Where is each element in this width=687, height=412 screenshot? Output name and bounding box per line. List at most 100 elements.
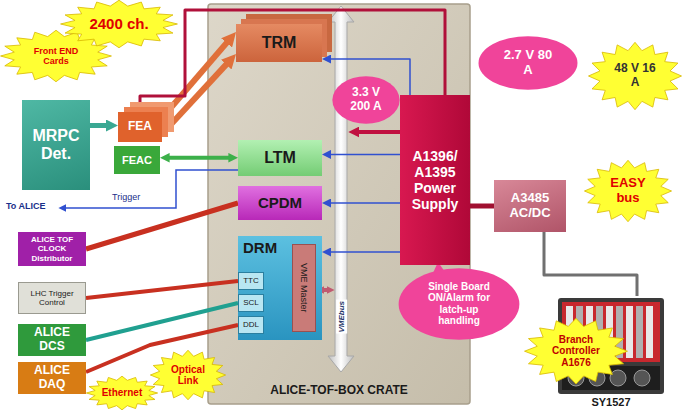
node-text: Single Board ON/Alarm for latch-up handl… <box>418 281 500 327</box>
burst-shape <box>525 318 628 384</box>
card-box: FEAC <box>114 146 160 174</box>
crate-module <box>626 306 633 358</box>
text-block: A1396/ A1395 Power Supply <box>404 148 466 212</box>
text-block: A3485 AC/DC <box>498 191 562 221</box>
node-text: LHC Trigger Control <box>21 289 83 307</box>
text-block: FEA <box>120 120 160 134</box>
port-box: SCL <box>238 294 264 312</box>
callout-burst: Optical Link <box>150 350 226 400</box>
text-block: DDL <box>240 320 262 329</box>
connector <box>86 303 238 340</box>
text-block: 2400 ch. <box>82 15 156 32</box>
connector <box>328 251 400 253</box>
text-block: ALICE DCS <box>20 326 84 354</box>
node-text: SCL <box>240 298 262 307</box>
node-text: FEAC <box>116 154 158 167</box>
signal-label: Trigger <box>112 192 140 202</box>
burst-shape <box>584 160 671 221</box>
text-block: DRM <box>243 239 277 256</box>
node-text: 3.3 V 200 A <box>344 86 389 114</box>
ellipse-shape <box>399 268 520 339</box>
node-text: DRM <box>243 239 277 256</box>
port-box: TTC <box>238 272 264 290</box>
text-block: 3.3 V 200 A <box>344 86 389 114</box>
node-text: ALICE DAQ <box>20 364 84 392</box>
node-text: VME Master <box>299 263 309 313</box>
node-text: 2.7 V 80 A <box>501 48 555 78</box>
burst-shape <box>1 30 112 81</box>
text-block: TRM <box>239 34 319 52</box>
connector <box>162 40 229 118</box>
connector <box>470 204 494 209</box>
text-block: LHC Trigger Control <box>21 289 83 307</box>
node-text: Optical Link <box>165 364 211 387</box>
system-box: LHC Trigger Control <box>18 282 86 314</box>
connector <box>86 281 238 298</box>
node-text: ALICE TOF CLOCK Distributor <box>20 235 84 263</box>
callout-burst: 48 V 16 A <box>588 42 682 110</box>
converter-box: A3485 AC/DC <box>494 180 566 232</box>
callout-burst: EASY bus <box>584 160 672 222</box>
connector <box>90 123 110 128</box>
text-block: Front END Cards <box>21 46 91 67</box>
system-box: ALICE TOF CLOCK Distributor <box>18 232 86 266</box>
text-block: SCL <box>240 298 262 307</box>
node-text: TRM <box>239 34 319 52</box>
fan-knob <box>610 370 626 386</box>
text-block: 48 V 16 A <box>610 62 661 90</box>
crate-background <box>208 4 470 404</box>
node-text: TTC <box>240 276 262 285</box>
connector <box>328 202 400 204</box>
node-text: A1396/ A1395 Power Supply <box>404 148 466 212</box>
power-arrow <box>356 130 400 134</box>
connector <box>86 203 238 249</box>
burst-shape <box>61 0 178 48</box>
node-text: 48 V 16 A <box>610 62 661 90</box>
crate-module <box>636 306 643 358</box>
ellipse-shape <box>332 76 399 124</box>
detector-box: MRPC Det. <box>22 100 90 190</box>
text-block: Optical Link <box>165 364 211 387</box>
bus-link-arrow <box>322 288 329 292</box>
text-block: SY1527 <box>552 396 670 409</box>
callout-ellipse: 2.7 V 80 A <box>478 36 578 90</box>
text-block: Branch Controller A1676 <box>544 334 609 369</box>
text-block: FEAC <box>116 154 158 167</box>
node-text: A3485 AC/DC <box>498 191 562 221</box>
module-box: TRM <box>236 24 322 62</box>
callout-burst: Ethernet <box>86 376 158 410</box>
callout-ellipse: 3.3 V 200 A <box>332 76 400 124</box>
node-text: EASY bus <box>601 176 655 206</box>
node-text: FEA <box>120 120 160 134</box>
text-block: CPDM <box>241 194 319 211</box>
connector <box>167 156 232 160</box>
node-text: CPDM <box>241 194 319 211</box>
node-text: MRPC Det. <box>25 127 87 164</box>
node-text: LTM <box>241 149 319 167</box>
callout-ellipse: Single Board ON/Alarm for latch-up handl… <box>398 268 520 340</box>
system-box: ALICE DAQ <box>18 362 86 394</box>
burst-shape <box>150 350 225 400</box>
burst-shape <box>86 376 157 410</box>
text-block: VME Master <box>299 263 309 313</box>
text-block: Single Board ON/Alarm for latch-up handl… <box>418 281 500 327</box>
text-block: ALICE-TOF-BOX CRATE <box>208 384 470 398</box>
node-text: SY1527 <box>552 396 670 409</box>
module-box: DRM TTC SCL DDL VME Master <box>238 236 322 340</box>
callout-burst: Branch Controller A1676 <box>524 318 628 384</box>
crate-panel: ALICE-TOF-BOX CRATE TRM LTM CPDM DRM TTC SCL DD… <box>208 4 470 404</box>
text-block: ALICE DAQ <box>20 364 84 392</box>
fan-knob <box>634 370 650 386</box>
connector <box>162 61 229 134</box>
node-text: ALICE-TOF-BOX CRATE <box>208 384 470 398</box>
node-text: Front END Cards <box>21 46 91 67</box>
node-text: 2400 ch. <box>82 15 156 32</box>
system-box: ALICE DCS <box>18 324 86 356</box>
node-text: Ethernet <box>100 387 144 399</box>
text-block: MRPC Det. <box>25 127 87 164</box>
text-block: 2.7 V 80 A <box>501 48 555 78</box>
module-box: LTM <box>238 140 322 176</box>
bus-logo: VMEbus <box>336 300 347 334</box>
burst-shape <box>588 42 681 109</box>
